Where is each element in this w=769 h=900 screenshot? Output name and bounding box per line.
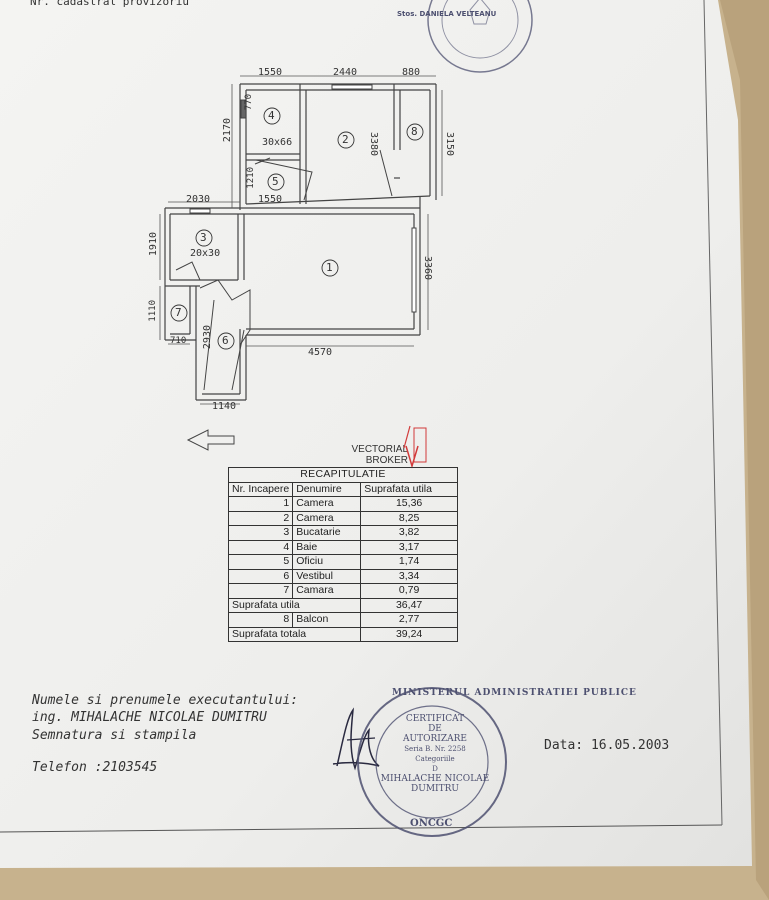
row-nr: 6 (227, 568, 294, 584)
dim-label: 770 (244, 94, 254, 111)
useful-area-value: 36,47 (360, 597, 458, 613)
row-nr: 5 (227, 554, 294, 570)
table-row: 2 Camera 8,25 (227, 510, 458, 526)
row-nr: 7 (227, 583, 294, 599)
dim-label: 1550 (258, 194, 283, 205)
dim-label: 4570 (308, 347, 333, 358)
row-name: Camera (292, 510, 362, 526)
dim-label: 2930 (202, 325, 213, 350)
useful-area-label: Suprafata utila (227, 597, 362, 613)
row-name: Baie (292, 539, 362, 555)
dim-label: 1210 (246, 167, 256, 189)
watermark: VECTORIAL BROKER (330, 444, 409, 466)
window-label-bath: 30x66 (262, 137, 293, 148)
recap-header-row: Nr. Incapere Denumire Suprafata utila (227, 481, 458, 497)
stamp-line: DUMITRU (411, 784, 459, 794)
room-number-5: 5 (272, 175, 279, 188)
total-area-value: 39,24 (360, 626, 458, 642)
stamp-line: Seria B. Nr. 2258 (404, 745, 466, 753)
room-number-3: 3 (200, 231, 207, 244)
row-name: Camara (292, 583, 362, 599)
stamp-line: MIHALACHE NICOLAE (380, 774, 490, 784)
col-header-area: Suprafata utila (360, 481, 458, 497)
floor-plan (159, 75, 443, 451)
stamp-line: AUTORIZARE (403, 734, 467, 744)
dim-label: 3360 (422, 256, 433, 281)
row-nr: 4 (227, 539, 294, 555)
watermark-mark-icon (403, 425, 427, 469)
row-area: 15,36 (360, 496, 458, 512)
balcony-name: Balcon (292, 612, 362, 628)
table-row: 5 Oficiu 1,74 (227, 554, 458, 570)
balcony-row: 8 Balcon 2,77 (227, 612, 458, 628)
row-nr: 2 (227, 510, 294, 526)
col-header-name: Denumire (292, 481, 362, 497)
room-number-2: 2 (342, 133, 349, 146)
row-area: 3,82 (360, 525, 458, 541)
stamp-ring-text: MINISTERUL ADMINISTRATIEI PUBLICE (392, 688, 637, 698)
dim-label: 710 (170, 336, 187, 346)
signature-label: Semnatura si stampila (32, 728, 197, 743)
dim-label: 1550 (258, 67, 283, 78)
useful-area-row: Suprafata utila 36,47 (227, 597, 458, 613)
room-number-1: 1 (326, 261, 333, 274)
total-area-row: Suprafata totala 39,24 (227, 626, 458, 642)
table-row: 1 Camera 15,36 (227, 496, 458, 512)
total-area-label: Suprafata totala (227, 626, 362, 642)
dim-label: 1910 (148, 232, 159, 257)
row-area: 8,25 (360, 510, 458, 526)
row-area: 0,79 (360, 583, 458, 599)
row-name: Camera (292, 496, 362, 512)
table-row: 3 Bucatarie 3,82 (227, 525, 458, 541)
dim-label: 2030 (186, 194, 211, 205)
stamp-line: D (432, 765, 438, 773)
room-number-4: 4 (268, 109, 275, 122)
row-nr: 1 (227, 496, 294, 512)
stamp-line: CERTIFICAT (405, 714, 465, 724)
table-row: 4 Baie 3,17 (227, 539, 458, 555)
watermark-line2: BROKER (365, 455, 408, 466)
window-label-kitchen: 20x30 (190, 248, 221, 259)
watermark-line1: VECTORIAL (351, 444, 409, 455)
stamp-line: Categoriile (415, 755, 455, 763)
row-area: 3,34 (360, 568, 458, 584)
col-header-nr: Nr. Incapere (227, 481, 294, 497)
official-stamp (357, 687, 507, 837)
room-number-7: 7 (175, 306, 182, 319)
stamp-inner-text: CERTIFICAT DE AUTORIZARE Seria B. Nr. 22… (380, 714, 490, 794)
row-name: Vestibul (292, 568, 362, 584)
dim-label: 2170 (222, 118, 233, 143)
executant-label: Numele si prenumele executantului: (32, 693, 299, 708)
row-area: 3,17 (360, 539, 458, 555)
stamp-line: DE (428, 724, 442, 734)
recap-title-row: RECAPITULATIE (228, 467, 458, 483)
balcony-nr: 8 (227, 612, 294, 628)
table-row: 6 Vestibul 3,34 (227, 568, 458, 584)
dim-label: 3380 (368, 132, 379, 157)
room-number-8: 8 (411, 125, 418, 138)
phone: Telefon :2103545 (32, 760, 158, 775)
dim-label: 880 (402, 67, 421, 78)
top-stamp-name: Stos. DANIELA VELTEANU (397, 10, 497, 18)
date: Data: 16.05.2003 (544, 738, 670, 753)
table-row: 7 Camara 0,79 (227, 583, 458, 599)
dim-label: 1110 (148, 300, 158, 322)
row-area: 1,74 (360, 554, 458, 570)
recap-title: RECAPITULATIE (228, 467, 458, 483)
balcony-area: 2,77 (360, 612, 458, 628)
row-name: Bucatarie (292, 525, 362, 541)
stamp-bottom-text: ONCGC (410, 818, 453, 829)
dim-label: 2440 (333, 67, 358, 78)
cadastral-label: Nr. cadastral provizoriu (30, 0, 189, 8)
dim-label: 3150 (444, 132, 455, 157)
top-stamp (427, 0, 533, 73)
room-number-6: 6 (222, 334, 229, 347)
recap-table: RECAPITULATIE Nr. Incapere Denumire Supr… (227, 467, 458, 642)
row-nr: 3 (227, 525, 294, 541)
executant-name: ing. MIHALACHE NICOLAE DUMITRU (32, 710, 267, 725)
dim-label: 1140 (212, 401, 237, 412)
row-name: Oficiu (292, 554, 362, 570)
